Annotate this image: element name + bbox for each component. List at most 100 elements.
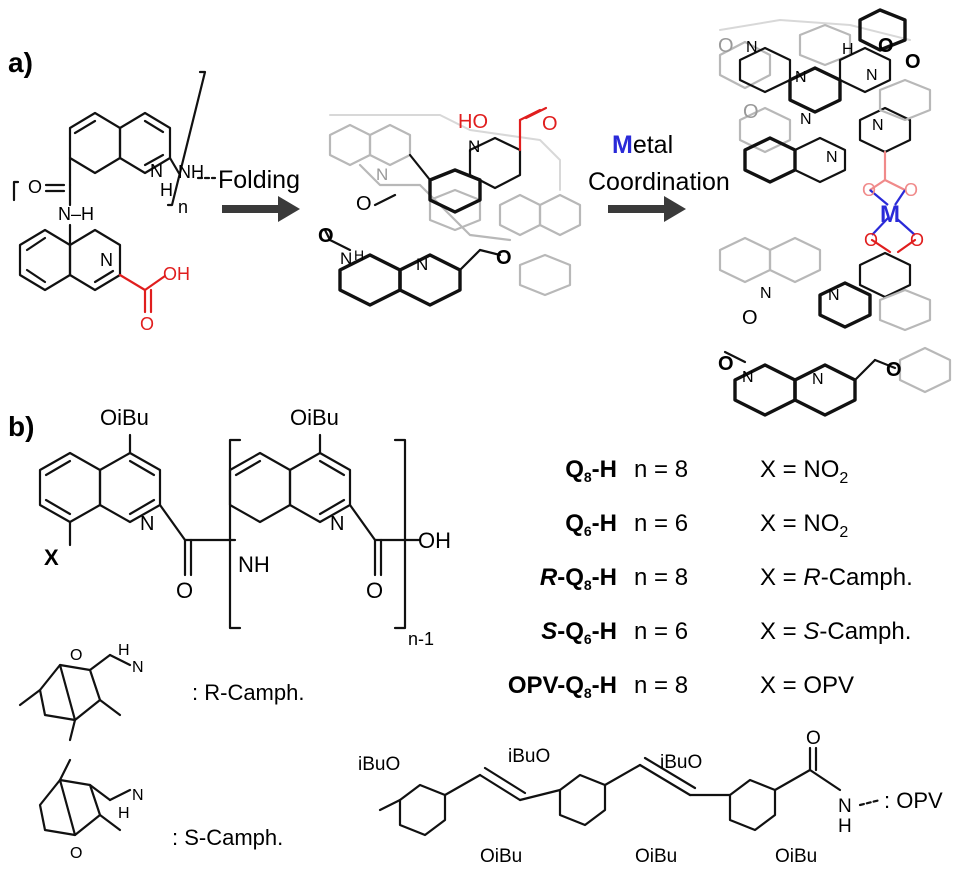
monomer-acid-oh: OH — [163, 264, 190, 284]
complex-o-1: O — [718, 35, 734, 57]
complex-n-8: N — [828, 287, 840, 304]
helix-n-3: N — [340, 249, 352, 268]
compound-name-3: S-Q6-H — [541, 618, 617, 647]
complex-o-red-1: O — [864, 230, 878, 250]
r-camph-label: : R-Camph. — [192, 680, 304, 705]
compound-name-0: Q8-H — [565, 456, 617, 485]
complex-o-5: O — [742, 307, 758, 329]
complex-o-pink-1: O — [862, 180, 876, 200]
oligo-o-2: O — [366, 578, 383, 603]
folded-helix — [323, 106, 582, 307]
compound-n-3: n = 6 — [634, 618, 688, 645]
complex-o-3: O — [905, 51, 921, 73]
helix-o-2: O — [318, 225, 334, 247]
compound-x-2: X = R-Camph. — [760, 564, 913, 591]
helix-n-1: N — [468, 137, 480, 156]
monomer-nh-bottom: N–H — [58, 204, 94, 224]
camph-r-h: H — [118, 642, 130, 659]
opv-n: N — [838, 796, 852, 817]
complex-n-6: N — [826, 149, 838, 166]
folding-arrow — [222, 196, 300, 222]
coordination-label: Coordination — [588, 168, 730, 196]
s-camph-label: : S-Camph. — [172, 825, 283, 850]
compound-x-3: X = S-Camph. — [760, 618, 911, 645]
compound-x-4: X = OPV — [760, 672, 854, 699]
helix-h: H — [354, 247, 364, 263]
panel-b-label: b) — [8, 411, 34, 442]
metal-center: M — [880, 201, 900, 228]
compound-x-1: X = NO2 — [760, 510, 848, 541]
complex-o-red-2: O — [910, 230, 924, 250]
metal-label: Metal — [612, 131, 673, 159]
opv-h: H — [838, 816, 852, 837]
opv-label: : OPV — [884, 788, 943, 813]
camph-s-o: O — [70, 845, 82, 862]
oibu-2: OiBu — [290, 405, 339, 430]
oligo-oh: OH — [418, 528, 451, 553]
monomer-acid-o: O — [140, 314, 154, 334]
compound-name-4: OPV-Q8-H — [508, 672, 617, 701]
complex-n-4: N — [800, 111, 812, 128]
complex-o-6: O — [718, 353, 734, 375]
complex-o-pink-2: O — [904, 180, 918, 200]
quinoline-oligomer-structure — [38, 433, 422, 630]
opv-o: O — [806, 728, 821, 749]
metal-complex — [718, 8, 952, 417]
complex-o-2: O — [878, 35, 894, 57]
folding-label: Folding — [218, 166, 300, 194]
camph-s-h: H — [118, 805, 130, 822]
monomer-n-bottom: N — [100, 250, 113, 270]
complex-n-7: N — [760, 285, 772, 302]
opv-oibu-6: OiBu — [775, 846, 817, 867]
opv-oibu-4: OiBu — [480, 846, 522, 867]
compound-n-4: n = 8 — [634, 672, 688, 699]
oligo-nh: NH — [238, 552, 270, 577]
complex-n-10: N — [812, 371, 824, 388]
camph-r-n: N — [132, 659, 144, 676]
complex-h-1: H — [842, 41, 854, 58]
compound-n-2: n = 8 — [634, 564, 688, 591]
monomer-o: O — [28, 177, 42, 197]
helix-n-4: N — [416, 255, 428, 274]
opv-oibu-5: OiBu — [635, 846, 677, 867]
oligo-n-2: N — [330, 513, 344, 535]
coordination-arrow — [608, 196, 686, 222]
opv-oibu-2: iBuO — [508, 746, 550, 767]
oligo-n-1: N — [140, 513, 154, 535]
opv-oibu-1: iBuO — [358, 754, 400, 775]
monomer-n-top: N — [150, 161, 163, 181]
complex-n-1: N — [746, 39, 758, 56]
camph-s-n: N — [132, 787, 144, 804]
compound-name-2: R-Q8-H — [540, 564, 617, 593]
complex-n-5: N — [872, 117, 884, 134]
monomer-n-subscript: n — [178, 197, 188, 217]
complex-n-3: N — [866, 67, 878, 84]
complex-o-7: O — [886, 359, 902, 381]
complex-o-4: O — [743, 101, 759, 123]
oligo-o-1: O — [176, 578, 193, 603]
monomer-nh-top: NH — [178, 162, 204, 182]
helix-ho: HO — [458, 111, 488, 133]
camphanyl-structures — [18, 653, 132, 837]
monomer-h: H — [160, 180, 173, 200]
camph-r-o-1: O — [70, 647, 82, 664]
compound-n-1: n = 6 — [634, 510, 688, 537]
opv-oibu-3: iBuO — [660, 752, 702, 773]
helix-o-3: O — [496, 247, 512, 269]
monomer-structure — [12, 70, 217, 314]
compound-x-0: X = NO2 — [760, 456, 848, 487]
helix-o-1: O — [356, 193, 372, 215]
repeat-subscript: n-1 — [408, 629, 434, 649]
complex-n-9: N — [742, 369, 754, 386]
compound-n-0: n = 8 — [634, 456, 688, 483]
opv-structure — [378, 746, 882, 837]
x-substituent: X — [44, 545, 59, 570]
helix-n-2: N — [376, 165, 388, 184]
complex-n-2: N — [795, 69, 807, 86]
compound-name-1: Q6-H — [565, 510, 617, 539]
helix-acid-o: O — [542, 113, 558, 135]
panel-a-label: a) — [8, 47, 33, 78]
oibu-1: OiBu — [100, 405, 149, 430]
